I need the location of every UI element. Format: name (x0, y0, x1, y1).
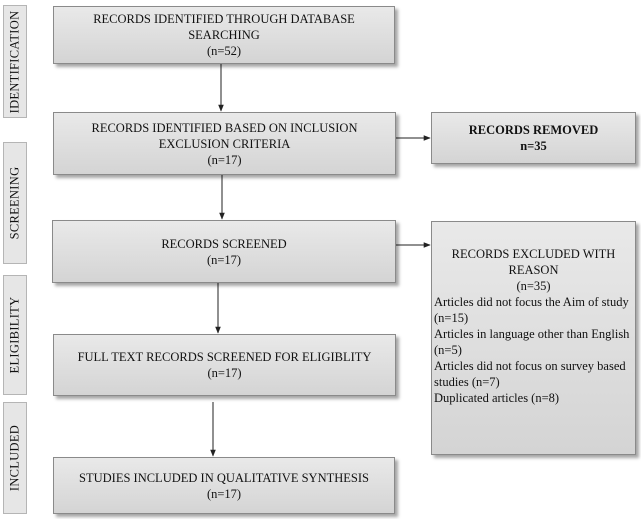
phase-identification-label: IDENTIFICATION (7, 10, 22, 113)
phase-eligibility-label: ELIGIBILITY (7, 296, 22, 374)
exclusion-reason-item: Articles in language other than English … (434, 327, 630, 357)
box-records-identified-criteria: RECORDS IDENTIFIED BASED ON INCLUSION EX… (53, 112, 396, 175)
exclusion-reason-item: Articles did not focus on survey based s… (434, 359, 626, 389)
box-full-text-screened-label: FULL TEXT RECORDS SCREENED FOR ELIGIBLIT… (77, 350, 372, 364)
phase-screening: SCREENING (3, 142, 27, 264)
phase-identification: IDENTIFICATION (3, 5, 27, 118)
box-records-screened-label: RECORDS SCREENED (161, 236, 287, 251)
box-studies-included-count: (n=17) (206, 486, 242, 501)
box-records-identified-database-label: RECORDS IDENTIFIED THROUGH DATABASE SEAR… (93, 12, 355, 42)
phase-included: INCLUDED (3, 402, 27, 514)
box-records-excluded: RECORDS EXCLUDED WITH REASON (n=35) Arti… (431, 221, 636, 455)
box-records-excluded-count: (n=35) (516, 279, 551, 293)
box-records-identified-criteria-label: RECORDS IDENTIFIED BASED ON INCLUSION EX… (91, 120, 358, 151)
box-records-identified-database-count: (n=52) (206, 44, 242, 58)
phase-screening-label: SCREENING (7, 166, 22, 240)
box-records-removed-label: RECORDS REMOVED (468, 123, 599, 137)
phase-included-label: INCLUDED (7, 424, 22, 492)
phase-eligibility: ELIGIBILITY (3, 275, 27, 395)
box-records-identified-database: RECORDS IDENTIFIED THROUGH DATABASE SEAR… (53, 6, 395, 64)
box-records-removed: RECORDS REMOVED n=35 (431, 112, 636, 164)
box-full-text-screened-count: (n=17) (207, 366, 242, 380)
box-studies-included-label: STUDIES INCLUDED IN QUALITATIVE SYNTHESI… (79, 470, 369, 485)
box-records-removed-count: n=35 (520, 139, 547, 153)
box-full-text-screened: FULL TEXT RECORDS SCREENED FOR ELIGIBLIT… (53, 334, 396, 396)
box-records-identified-criteria-count: (n=17) (207, 152, 242, 167)
box-records-screened: RECORDS SCREENED (n=17) (52, 220, 396, 283)
exclusion-reasons-list: Articles did not focus the Aim of study … (434, 294, 633, 406)
exclusion-reason-item: Duplicated articles (n=8) (434, 391, 560, 405)
box-studies-included: STUDIES INCLUDED IN QUALITATIVE SYNTHESI… (53, 457, 395, 514)
exclusion-reason-item: Articles did not focus the Aim of study … (434, 295, 629, 325)
box-records-screened-count: (n=17) (206, 252, 242, 267)
box-records-excluded-label: RECORDS EXCLUDED WITH REASON (451, 247, 616, 277)
